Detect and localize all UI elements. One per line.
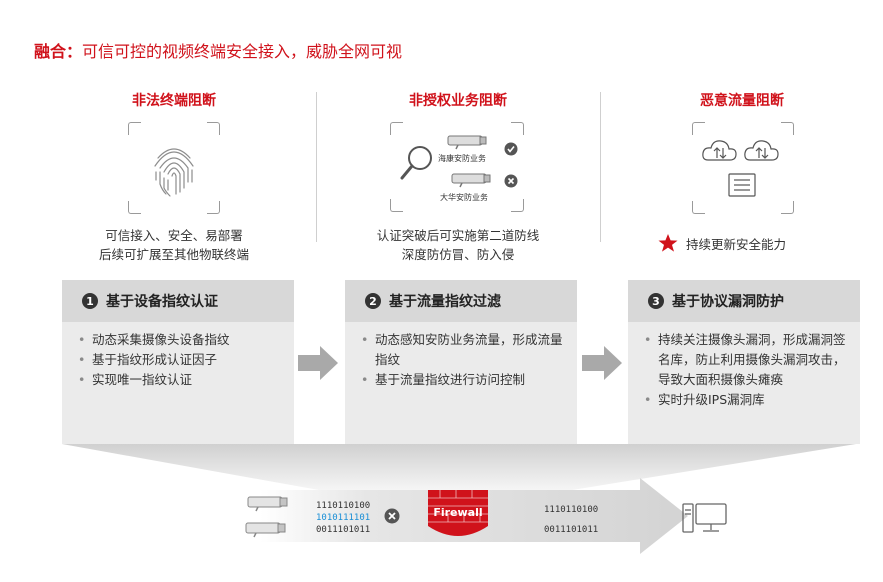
section-title-malicious-traffic: 恶意流量阻断 [700, 93, 784, 109]
card-number: 1 [82, 293, 98, 309]
section-title-illegal-terminal: 非法终端阻断 [132, 93, 216, 109]
card-list: 动态感知安防业务流量，形成流量指纹 基于流量指纹进行访问控制 [345, 330, 577, 390]
icon-frame [692, 122, 794, 214]
bit-line: 1110110100 [544, 505, 599, 515]
arrow-right-icon [298, 346, 338, 380]
card-item: 持续关注摄像头漏洞，形成漏洞签名库，防止利用摄像头漏洞攻击，导致大面积摄像头瘫痪 [644, 330, 848, 390]
section-divider [600, 92, 601, 242]
service-label-hikvision: 海康安防业务 [438, 154, 486, 163]
bit-line: 1110110100 [316, 501, 371, 511]
section-title-unauthorized-service: 非授权业务阻断 [409, 93, 507, 109]
card-number: 3 [648, 293, 664, 309]
card-header: 2 基于流量指纹过滤 [345, 280, 577, 322]
card-header: 3 基于协议漏洞防护 [628, 280, 860, 322]
camera-icon [247, 496, 288, 512]
firewall-label: Firewall [433, 506, 483, 519]
magnifier-icon [400, 146, 432, 180]
bit-line: 0011101011 [316, 525, 371, 535]
desc-line: 可信接入、安全、易部署 [105, 228, 243, 243]
desc-line: 认证突破后可实施第二道防线 [376, 228, 540, 243]
card-item: 动态采集摄像头设备指纹 [78, 330, 282, 350]
headline-prefix: 融合： [34, 42, 83, 61]
feature-card: 1 基于设备指纹认证 动态采集摄像头设备指纹 基于指纹形成认证因子 实现唯一指纹… [62, 280, 294, 444]
camera-icon [451, 173, 491, 188]
icon-frame [128, 122, 220, 214]
blocked-icon [384, 508, 400, 524]
section-desc-illegal-terminal: 可信接入、安全、易部署 后续可扩展至其他物联终端 [44, 226, 304, 264]
feature-card: 2 基于流量指纹过滤 动态感知安防业务流量，形成流量指纹 基于流量指纹进行访问控… [345, 280, 577, 444]
blocked-icon [504, 174, 518, 188]
camera-icon [245, 522, 286, 538]
card-item: 动态感知安防业务流量，形成流量指纹 [361, 330, 565, 370]
headline-text: 可信可控的视频终端安全接入，威胁全网可视 [82, 42, 403, 61]
check-icon [504, 142, 518, 156]
star-icon [658, 234, 678, 252]
headline: 融合：可信可控的视频终端安全接入，威胁全网可视 [34, 38, 402, 62]
desc-line: 深度防仿冒、防入侵 [401, 247, 515, 262]
card-header: 1 基于设备指纹认证 [62, 280, 294, 322]
card-list: 持续关注摄像头漏洞，形成漏洞签名库，防止利用摄像头漏洞攻击，导致大面积摄像头瘫痪… [628, 330, 860, 410]
left-bit-stream: 1110110100 1010111101 0011101011 [316, 500, 370, 536]
right-bit-stream: 1110110100 0011101011 [544, 500, 598, 540]
section-desc-unauthorized-service: 认证突破后可实施第二道防线 深度防仿冒、防入侵 [328, 226, 588, 264]
service-label-dahua: 大华安防业务 [440, 193, 488, 202]
card-item: 实时升级IPS漏洞库 [644, 390, 848, 410]
card-title: 基于流量指纹过滤 [389, 294, 501, 310]
desc-line: 持续更新安全能力 [686, 236, 787, 252]
card-item: 基于流量指纹进行访问控制 [361, 370, 565, 390]
cloud-traffic-icon [702, 140, 779, 197]
section-desc-malicious-traffic: 持续更新安全能力 [658, 233, 786, 253]
section-divider [316, 92, 317, 242]
feature-card: 3 基于协议漏洞防护 持续关注摄像头漏洞，形成漏洞签名库，防止利用摄像头漏洞攻击… [628, 280, 860, 444]
computer-icon [682, 503, 727, 533]
bit-line: 0011101011 [544, 525, 599, 535]
card-number: 2 [365, 293, 381, 309]
card-item: 实现唯一指纹认证 [78, 370, 282, 390]
card-list: 动态采集摄像头设备指纹 基于指纹形成认证因子 实现唯一指纹认证 [62, 330, 294, 390]
desc-line: 后续可扩展至其他物联终端 [98, 247, 249, 262]
bit-line: 1010111101 [316, 513, 371, 523]
card-item: 基于指纹形成认证因子 [78, 350, 282, 370]
camera-icon [447, 135, 487, 150]
service-icon-frame: 海康安防业务 大华安防业务 [390, 120, 525, 212]
fingerprint-icon [154, 148, 194, 197]
icon-frame [390, 122, 524, 212]
card-title: 基于设备指纹认证 [106, 294, 218, 310]
arrow-right-icon [582, 346, 622, 380]
funnel-shape [62, 444, 856, 492]
card-title: 基于协议漏洞防护 [672, 294, 784, 310]
firewall: Firewall [426, 484, 490, 544]
firewall-icon [428, 490, 488, 536]
